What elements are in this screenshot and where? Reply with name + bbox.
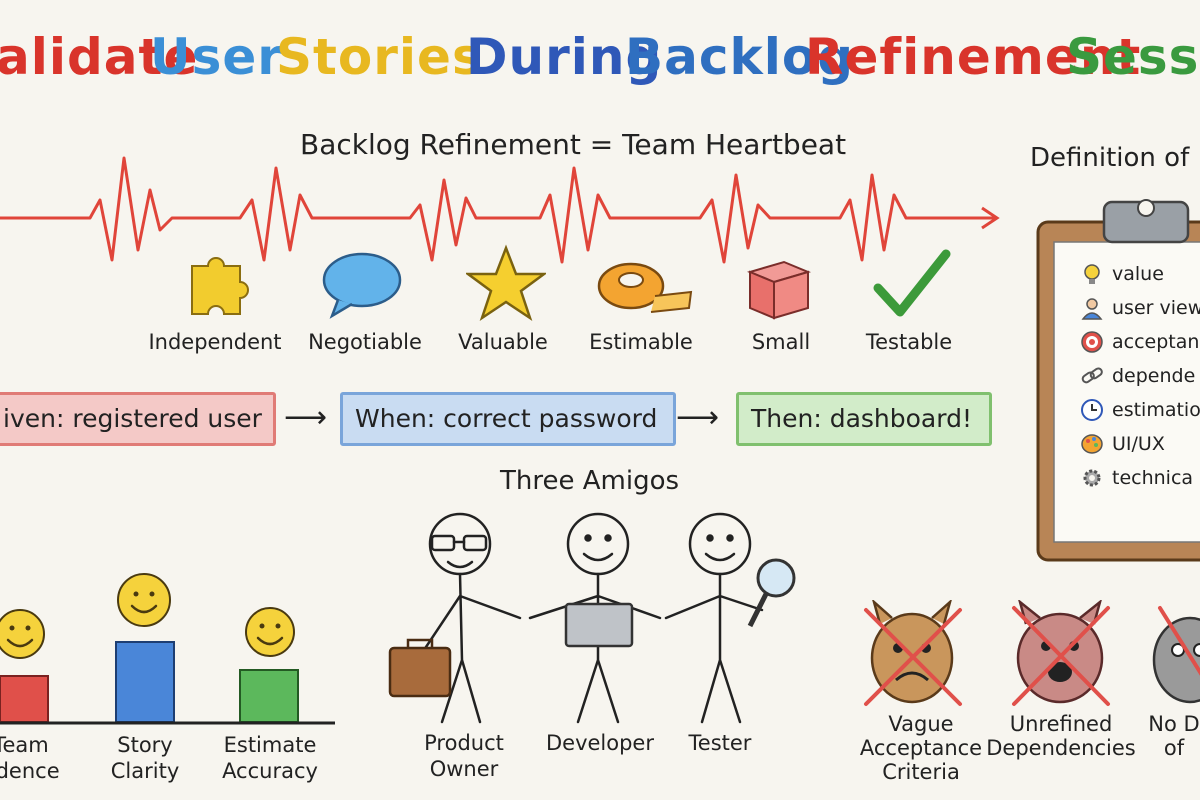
bar-team-confidence [0, 675, 49, 723]
box-icon [747, 260, 811, 320]
dod-item: estimatio [1080, 398, 1200, 422]
antipattern-label-no-dod: No D of [1148, 712, 1200, 760]
magnifier-icon [756, 558, 796, 598]
role-label-tester: Tester [688, 731, 752, 755]
dod-item-label: UI/UX [1112, 433, 1165, 455]
chain-link-icon [1081, 367, 1103, 384]
invest-label-negotiable: Negotiable [308, 330, 422, 354]
title-word: alidate [0, 28, 199, 86]
briefcase-icon [388, 646, 452, 698]
palette-icon [1081, 434, 1103, 454]
title-word: User [150, 28, 283, 86]
title-word: Sessio [1066, 28, 1200, 86]
monster-icon [1152, 606, 1200, 704]
metric-label-team-confidence: Team fidence [0, 733, 60, 783]
antipattern-label-unrefined-dependencies: Unrefined Dependencies [986, 712, 1136, 760]
dod-item: depende [1080, 364, 1195, 388]
metric-label-estimate-accuracy: Estimate Accuracy [222, 733, 318, 783]
speech-bubble-icon [322, 252, 402, 319]
dod-item-label: estimatio [1112, 399, 1200, 421]
invest-label-independent: Independent [148, 330, 282, 354]
smiley-icon [117, 573, 171, 627]
target-icon [1081, 331, 1103, 353]
title-word: Stories [276, 28, 483, 86]
given-box: iven: registered user [0, 392, 276, 446]
then-box: Then: dashboard! [736, 392, 992, 446]
lightbulb-icon [1084, 264, 1100, 284]
checkmark-icon [873, 249, 951, 317]
antipattern-label-vague-criteria: Vague Acceptance Criteria [859, 712, 983, 784]
dod-item-label: acceptan [1112, 331, 1200, 353]
dod-item-label: technica [1112, 467, 1194, 489]
gear-icon [1083, 469, 1101, 487]
role-label-developer: Developer [545, 731, 654, 755]
title-word: Refinement [805, 28, 1142, 86]
monster-icon [1012, 600, 1110, 706]
heartbeat-line [0, 156, 1000, 264]
invest-label-valuable: Valuable [458, 330, 548, 354]
three-amigos-figures [388, 512, 796, 724]
dod-title: Definition of [1030, 143, 1190, 173]
antipattern-monsters [864, 600, 1200, 706]
dod-item: technica [1080, 466, 1193, 490]
arrow-icon: ⟶ [676, 400, 720, 435]
puzzle-icon [191, 257, 249, 315]
amigos-title: Three Amigos [500, 466, 680, 496]
invest-label-estimable: Estimable [589, 330, 693, 354]
title-word: Backlog [625, 28, 855, 86]
laptop-icon [564, 602, 634, 648]
when-box: When: correct password [340, 392, 676, 446]
monster-icon [864, 600, 962, 706]
user-icon [1081, 298, 1103, 320]
metric-label-story-clarity: Story Clarity [110, 733, 180, 783]
dod-item: UI/UX [1080, 432, 1165, 456]
dod-item-label: user view [1112, 297, 1200, 319]
dod-item: value [1080, 262, 1164, 286]
clock-icon [1081, 399, 1103, 421]
invest-label-testable: Testable [865, 330, 953, 354]
clipboard-icon [1036, 199, 1200, 562]
star-icon [466, 244, 546, 322]
role-label-product-owner: Product Owner [424, 731, 504, 781]
dod-item-label: depende [1112, 365, 1196, 387]
invest-label-small: Small [751, 330, 811, 354]
smiley-icon [0, 609, 45, 659]
dod-item: acceptan [1080, 330, 1199, 354]
dod-item: user view [1080, 296, 1200, 320]
dod-item-label: value [1112, 263, 1164, 285]
smiley-icon [245, 607, 295, 657]
title-word: During [466, 28, 663, 86]
tape-measure-icon [597, 262, 693, 313]
heartbeat-title: Backlog Refinement = Team Heartbeat [300, 128, 847, 161]
metrics-bars [0, 573, 335, 725]
bar-estimate-accuracy [239, 669, 299, 723]
bar-story-clarity [115, 641, 175, 723]
arrow-icon: ⟶ [284, 400, 328, 435]
